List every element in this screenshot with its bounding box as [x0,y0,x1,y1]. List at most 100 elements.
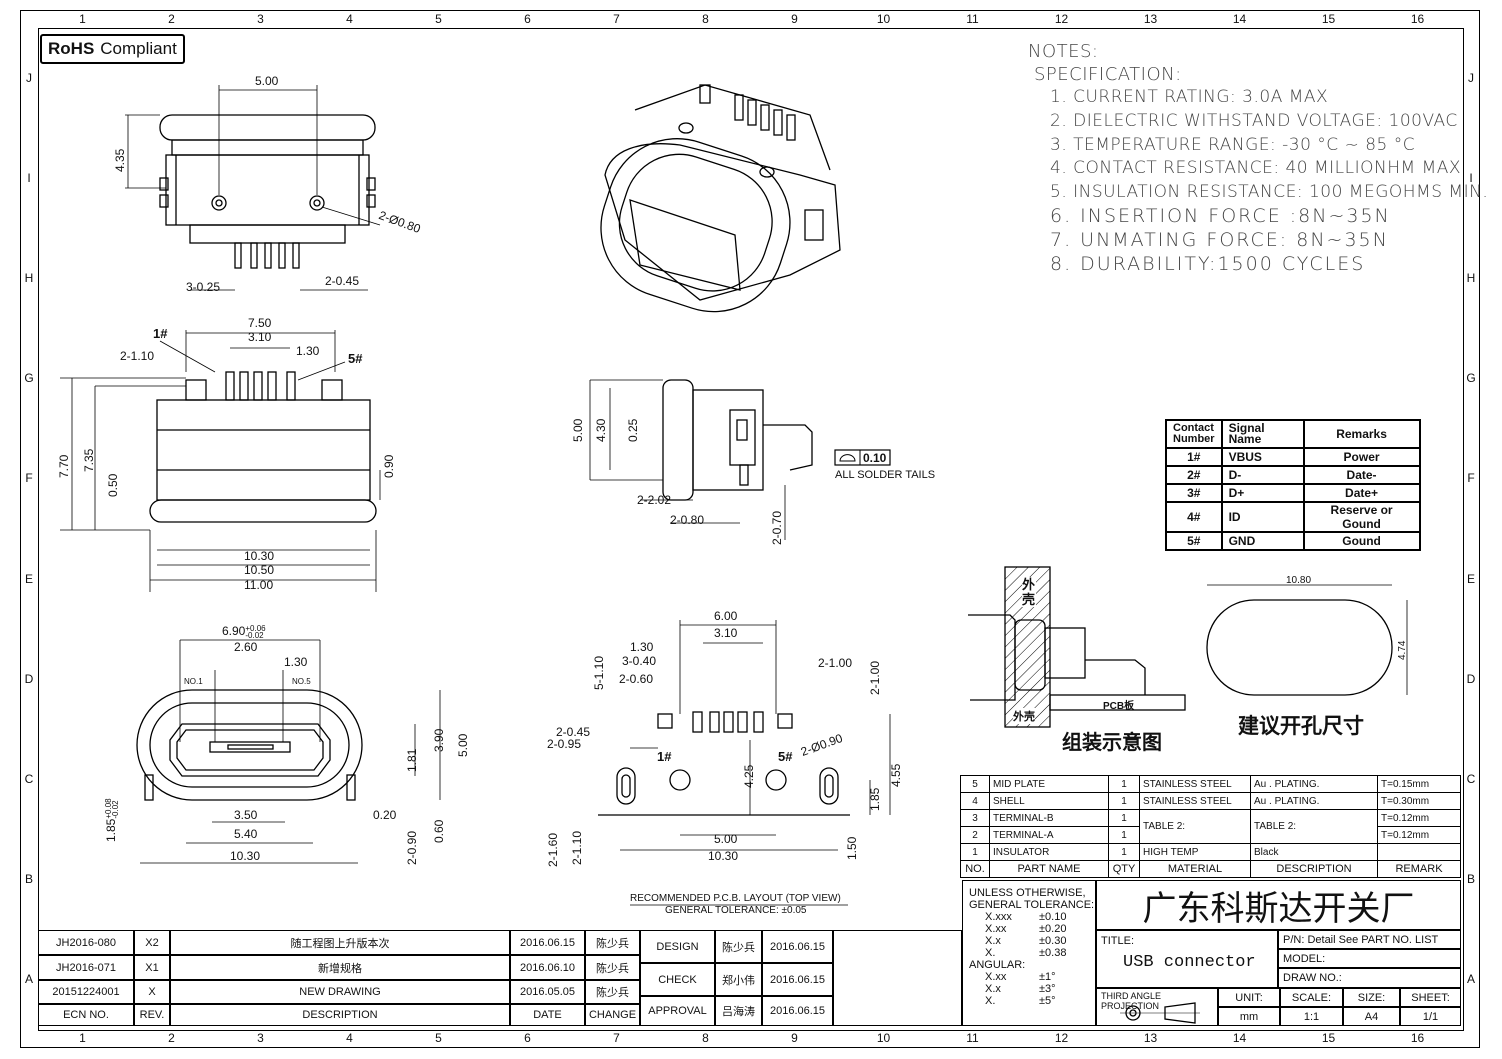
dim-2-1-00: 2-1.00 [818,656,853,670]
dim-5-00: 5.00 [714,832,738,846]
zone-row-label: G [1466,371,1476,386]
unit-value: mm [1218,1007,1280,1026]
shell-label-bottom: 外壳 [1013,708,1035,724]
cell: Black [1250,843,1378,861]
zone-col-label: 14 [1232,12,1247,26]
approval-cell: 2016.06.15 [762,963,833,996]
front-view [60,330,381,592]
col-part-name: PART NAME [989,860,1109,878]
zone-row-label: H [24,271,34,286]
dim-5-00: 5.00 [571,418,585,442]
zone-col-label: 16 [1410,12,1425,26]
pin-1-label: 1# [657,749,672,764]
size-value: A4 [1343,1007,1400,1026]
cell: TERMINAL-A [989,826,1109,844]
pn-field: P/N: Detail See PART NO. LIST [1278,930,1461,949]
cell: TABLE 2: [1139,809,1251,844]
dim-2-1-10: 2-1.10 [120,349,155,363]
zone-row-label: E [1466,571,1475,586]
revision-cell: X2 [134,930,170,955]
zone-row-label: A [24,971,33,986]
projection-label: THIRD ANGLE PROJECTION [1096,988,1218,1026]
zone-row-label: I [1469,171,1473,186]
zone-col-label: 4 [346,1031,353,1045]
zone-col-label: 5 [435,1031,442,1045]
pcb-layout [598,620,891,851]
zone-col-label: 15 [1321,1031,1336,1045]
zone-col-label: 6 [524,1031,531,1045]
company-name: 广东科斯达开关厂 [1096,880,1461,930]
tol-val: ±1° [1039,971,1056,983]
cell: D+ [1220,483,1305,503]
dim-0-20: 0.20 [373,808,397,822]
zone-col-label: 7 [613,1031,620,1045]
cell: Reserve or Gound [1302,501,1421,533]
tolerance-block: UNLESS OTHERWISE, GENERAL TOLERANCE: X.x… [962,880,1096,1026]
zone-col-label: 11 [966,1031,979,1045]
dim-7-35: 7.35 [82,448,96,472]
cell: 5 [960,775,990,793]
revision-cell: 新增规格 [170,955,510,980]
col-remarks: Remarks [1302,419,1421,449]
tol-val: ±0.38 [1039,947,1067,959]
dim-2-0-60: 2-0.60 [619,672,654,686]
dim-2-0-80: 2-0.80 [670,513,705,527]
dim-5-00: 5.00 [456,733,470,757]
dim-4-30: 4.30 [594,418,608,442]
revision-cell: 2016.06.15 [510,930,585,955]
isometric-view [600,84,841,313]
revision-header-cell: ECN NO. [38,1004,134,1026]
dim-6-90: 6.90+0.06-0.02 [222,624,266,639]
dim-2-0-95: 2-0.95 [547,737,582,751]
zone-row-label: F [1467,471,1475,486]
tol-down: -0.02 [110,800,120,819]
pin-5-label: 5# [778,749,793,764]
assembly-title: 组装示意图 [1062,732,1162,754]
zone-col-label: 5 [435,12,442,26]
tol-row: X.x±3° [985,983,1095,995]
cell: 1 [1108,775,1140,793]
dim-3-10: 3.10 [714,626,738,640]
tol-angular: ANGULAR: [969,959,1026,971]
note-item: 2. DIELECTRIC WITHSTAND VOLTAGE: 100VAC [1050,110,1458,131]
cell: 2 [960,826,990,844]
shell-label-top: 外壳 [1022,577,1036,607]
zone-col-label: 6 [524,12,531,26]
cell: ID [1220,501,1305,533]
dim-1-30: 1.30 [630,640,654,654]
dim-2-0-70: 2-0.70 [770,510,784,545]
dim-6-00: 6.00 [714,609,738,623]
col-material: MATERIAL [1139,860,1251,878]
approval-cell: CHECK [640,963,715,996]
dim-4-74: 4.74 [1397,640,1408,660]
approval-cell: 吕海涛 [715,996,762,1026]
dim-10-30: 10.30 [244,549,275,563]
note-item: 6. INSERTION FORCE :8N~35N [1050,204,1391,227]
tol-key: X.x [985,935,1001,947]
zone-col-label: 1 [79,12,86,26]
revision-header-cell: DATE [510,1004,585,1026]
zone-col-label: 2 [168,1031,175,1045]
note-item: 5. INSULATION RESISTANCE: 100 MEGOHMS MI… [1050,182,1489,203]
revision-cell: JH2016-080 [38,930,134,955]
cell: 5# [1165,531,1223,551]
approval-blank [833,930,962,1026]
cell: TABLE 2: [1250,809,1378,844]
cell: Date- [1302,465,1421,485]
dim-1-30: 1.30 [296,344,320,358]
pcb-caption: RECOMMENDED P.C.B. LAYOUT (TOP VIEW) [630,893,841,904]
tol-val: ±0.30 [1039,935,1067,947]
tol-val: ±0.20 [1039,923,1067,935]
dim-6-90-value: 6.90 [222,624,246,638]
dim-3-50: 3.50 [234,808,258,822]
col-remark: REMARK [1377,860,1461,878]
dim-1-85: 1.85 [868,787,882,811]
cell: STAINLESS STEEL [1139,792,1251,810]
cell: Date+ [1302,483,1421,503]
cell: TERMINAL-B [989,809,1109,827]
sheet-value: 1/1 [1400,1007,1461,1026]
